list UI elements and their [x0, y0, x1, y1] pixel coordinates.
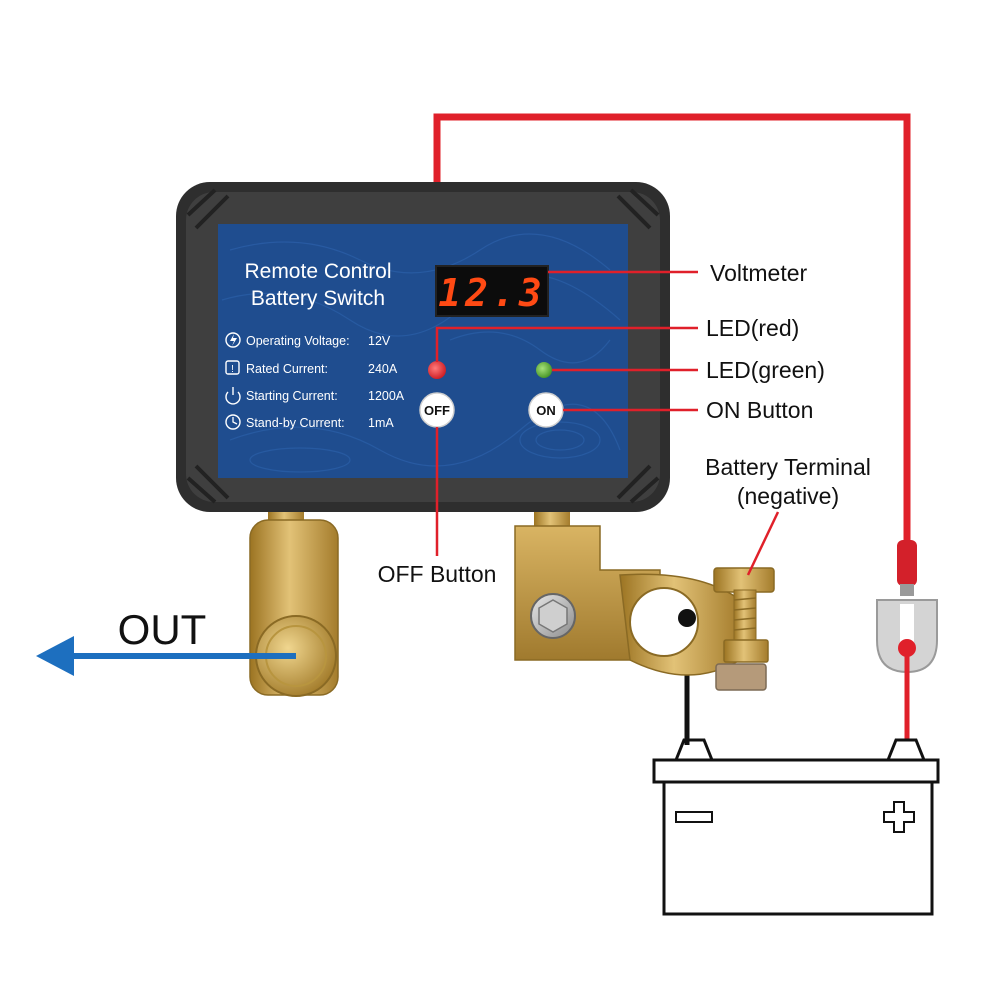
battery: [652, 738, 940, 916]
input-terminal: [514, 500, 775, 691]
led-red: [428, 361, 446, 379]
spec-value: 12V: [368, 334, 391, 348]
battery-terminal-label-line2: (negative): [737, 483, 839, 509]
spec-label: Rated Current:: [246, 362, 328, 376]
spec-row: Stand-by Current: 1mA: [225, 414, 394, 430]
output-terminal: [249, 500, 339, 697]
device-title-line2: Battery Switch: [251, 287, 385, 310]
ring-terminal-connector: [876, 540, 938, 674]
battery-terminal-label-line1: Battery Terminal: [705, 454, 871, 480]
led-red-label: LED(red): [706, 315, 799, 341]
spec-list: Operating Voltage: 12V ! Rated Current: …: [225, 332, 405, 430]
out-label: OUT: [118, 606, 207, 653]
led-green-label: LED(green): [706, 357, 825, 383]
spec-value: 240A: [368, 362, 398, 376]
clock-icon: [225, 414, 241, 430]
minus-symbol: [675, 811, 713, 823]
out-arrow: [36, 636, 296, 676]
battery-terminal-leader: [746, 511, 780, 576]
led-green: [536, 362, 552, 378]
control-panel: [218, 224, 628, 478]
bolt-icon: [225, 332, 241, 348]
voltmeter-reading: 12.3: [438, 271, 546, 315]
voltmeter-label: Voltmeter: [710, 260, 807, 286]
callout-lines: [435, 270, 780, 576]
spec-label: Operating Voltage:: [246, 334, 350, 348]
led-red-leader: [435, 326, 698, 362]
on-button[interactable]: ON: [528, 392, 564, 428]
svg-text:!: !: [231, 364, 234, 375]
power-icon: [225, 391, 241, 405]
info-icon: [225, 360, 240, 375]
spec-row: Operating Voltage: 12V: [225, 332, 391, 348]
voltmeter-display: 12.3: [435, 265, 549, 317]
off-button-callout: OFF Button: [378, 561, 497, 587]
spec-value: 1mA: [368, 416, 394, 430]
spec-label: Stand-by Current:: [246, 416, 345, 430]
spec-value: 1200A: [368, 389, 405, 403]
off-button-label: OFF: [424, 403, 450, 418]
device-title-line1: Remote Control: [244, 260, 391, 283]
plus-symbol: [883, 801, 915, 833]
positive-wire: [433, 113, 911, 545]
on-button-label: ON: [536, 403, 556, 418]
off-button[interactable]: OFF: [419, 392, 455, 428]
spec-label: Starting Current:: [246, 389, 338, 403]
spec-row: Starting Current: 1200A: [225, 387, 405, 405]
on-button-callout: ON Button: [706, 397, 813, 423]
spec-row: ! Rated Current: 240A: [225, 360, 398, 376]
